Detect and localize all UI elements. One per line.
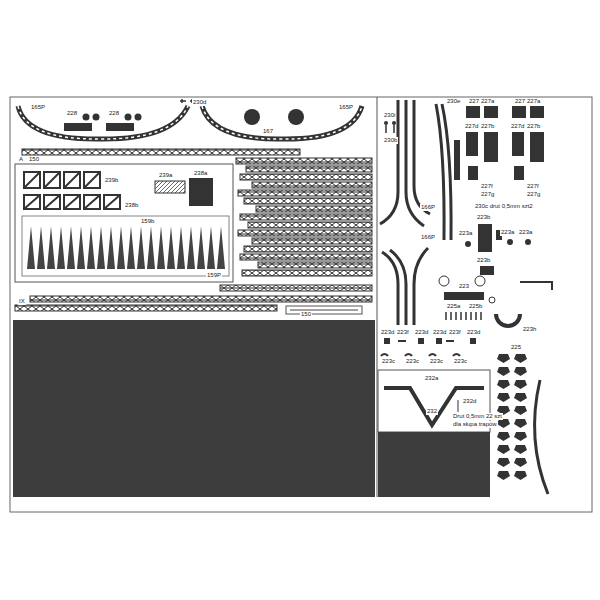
part-number: 166P bbox=[420, 234, 436, 241]
part-number: 150 bbox=[300, 311, 312, 318]
part-number: 230b bbox=[383, 137, 398, 144]
part-number: dla słupa trapów bbox=[452, 421, 498, 428]
part-number: 223d bbox=[466, 329, 481, 336]
part-number: 167 bbox=[262, 128, 274, 135]
part-number: 225a bbox=[446, 303, 461, 310]
part-number: IX bbox=[18, 298, 26, 305]
part-number: 165P bbox=[338, 104, 354, 111]
part-number: 223a bbox=[518, 229, 533, 236]
part-number: 228 bbox=[66, 110, 78, 117]
part-number: 223d bbox=[432, 329, 447, 336]
part-number: 225b bbox=[468, 303, 483, 310]
part-number: 223c bbox=[381, 358, 396, 365]
part-number: 227b bbox=[526, 123, 541, 130]
part-number: 239b bbox=[104, 177, 119, 184]
part-number: 232a bbox=[424, 375, 439, 382]
part-number: 227d bbox=[464, 123, 479, 130]
part-number: 223a bbox=[458, 230, 473, 237]
part-number: 227a bbox=[480, 98, 495, 105]
part-number: 223b bbox=[476, 214, 491, 221]
part-number: 238a bbox=[193, 170, 208, 177]
part-number: 165P bbox=[30, 104, 46, 111]
part-number: 223b bbox=[476, 257, 491, 264]
part-number: 223d bbox=[380, 329, 395, 336]
part-number: Drut 0,5mm 22 szt bbox=[452, 413, 503, 420]
part-number: 227a bbox=[526, 98, 541, 105]
part-number: 230i bbox=[383, 112, 396, 119]
part-number: 223f bbox=[396, 329, 410, 336]
part-number: 223a bbox=[500, 229, 515, 236]
part-number: 159P bbox=[206, 272, 222, 279]
part-number: 227d bbox=[510, 123, 525, 130]
part-number: 230c drut 0,5mm szt2 bbox=[474, 203, 534, 210]
part-number: 239a bbox=[158, 172, 173, 179]
part-number: 223h bbox=[522, 326, 537, 333]
part-number: 227 bbox=[468, 98, 480, 105]
part-number: 227g bbox=[480, 191, 495, 198]
part-number: 230e bbox=[446, 98, 461, 105]
part-number: 227g bbox=[526, 191, 541, 198]
part-number: 166P bbox=[420, 204, 436, 211]
part-number: 223d bbox=[414, 329, 429, 336]
part-number: 232d bbox=[462, 398, 477, 405]
part-number: 227f bbox=[526, 183, 540, 190]
part-number: 223c bbox=[429, 358, 444, 365]
part-number: 227b bbox=[480, 123, 495, 130]
part-number: 225 bbox=[510, 344, 522, 351]
part-number: 223 bbox=[458, 283, 470, 290]
part-number: 227 bbox=[514, 98, 526, 105]
part-number: 159b bbox=[140, 218, 155, 225]
part-number: 223c bbox=[453, 358, 468, 365]
part-number: 238b bbox=[124, 202, 139, 209]
part-number: 227f bbox=[480, 183, 494, 190]
part-number: 223c bbox=[405, 358, 420, 365]
part-number: 232 bbox=[426, 408, 438, 415]
part-number: A bbox=[18, 156, 24, 163]
part-number: 223f bbox=[448, 329, 462, 336]
part-number: 230d bbox=[192, 99, 207, 106]
part-number: 150 bbox=[28, 156, 40, 163]
part-number: 228 bbox=[108, 110, 120, 117]
